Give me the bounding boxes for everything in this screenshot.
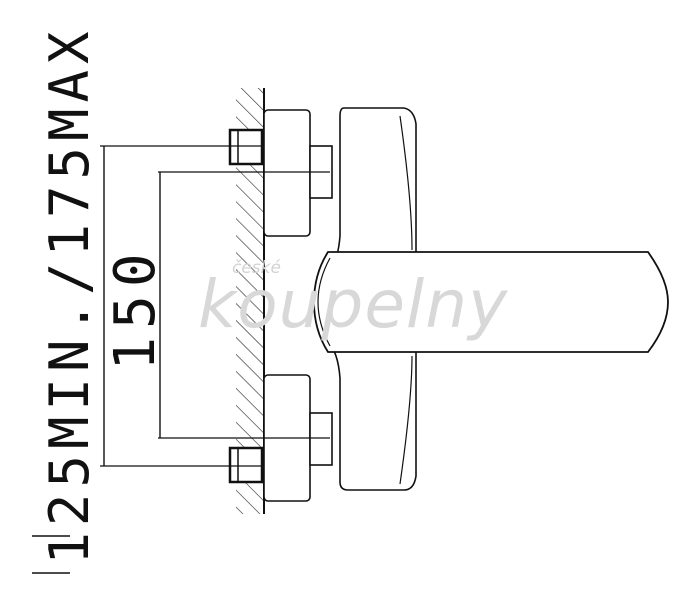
bottom-connector [309, 412, 333, 466]
spout [313, 251, 669, 353]
bottom-nut [228, 446, 264, 484]
faucet-drawing: 125MIN./175MAX 150 české koupelny [32, 25, 669, 574]
inner-dimension-label: 150 [103, 245, 168, 371]
watermark-main: koupelny [198, 266, 509, 343]
technical-drawing [32, 88, 669, 574]
top-rosette [263, 109, 311, 237]
top-nut [228, 128, 264, 166]
watermark-top: české [232, 258, 281, 278]
outer-dimension-label: 125MIN./175MAX [38, 25, 101, 565]
